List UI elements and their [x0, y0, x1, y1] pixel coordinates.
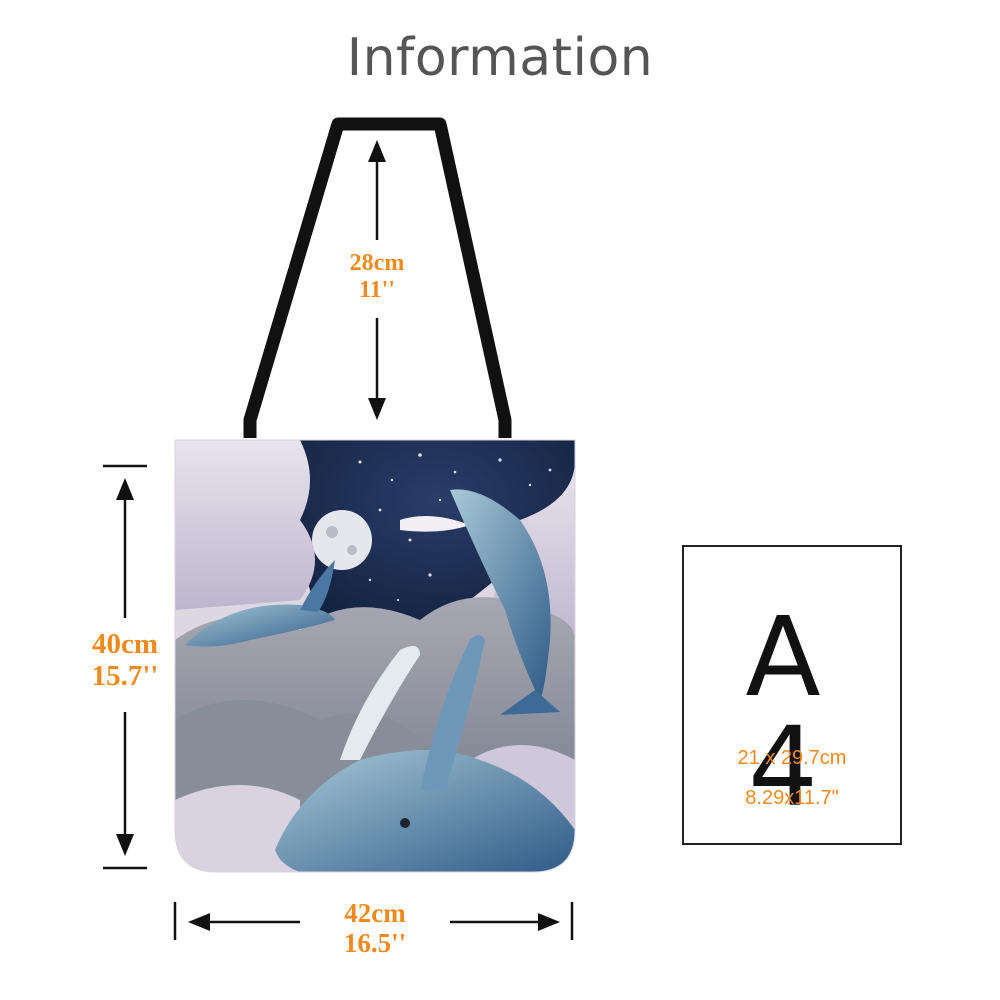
handle-drop-arrow	[368, 140, 386, 420]
handle-drop-inch: 11''	[358, 276, 395, 303]
a4-reference-card: A 4 21 x 29.7cm 8.29x11.7"	[682, 545, 902, 845]
width-inch: 16.5''	[343, 928, 407, 959]
handle-drop-label: 28cm 11''	[317, 250, 437, 304]
a4-size-cm: 21 x 29.7cm	[737, 747, 847, 769]
height-label: 40cm 15.7''	[40, 628, 210, 693]
width-cm: 42cm	[344, 898, 406, 928]
height-arrow	[103, 464, 147, 870]
width-arrow	[173, 902, 574, 940]
bag-body	[175, 440, 575, 872]
a4-label: A 4	[745, 593, 839, 831]
a4-size-inch: 8.29x11.7"	[745, 787, 839, 809]
page-title: Information	[346, 28, 654, 88]
height-cm: 40cm	[91, 628, 159, 660]
width-label: 42cm 16.5''	[305, 898, 445, 958]
bag-strap	[243, 117, 512, 438]
height-inch: 15.7''	[91, 660, 159, 693]
handle-drop-cm: 28cm	[349, 250, 405, 276]
